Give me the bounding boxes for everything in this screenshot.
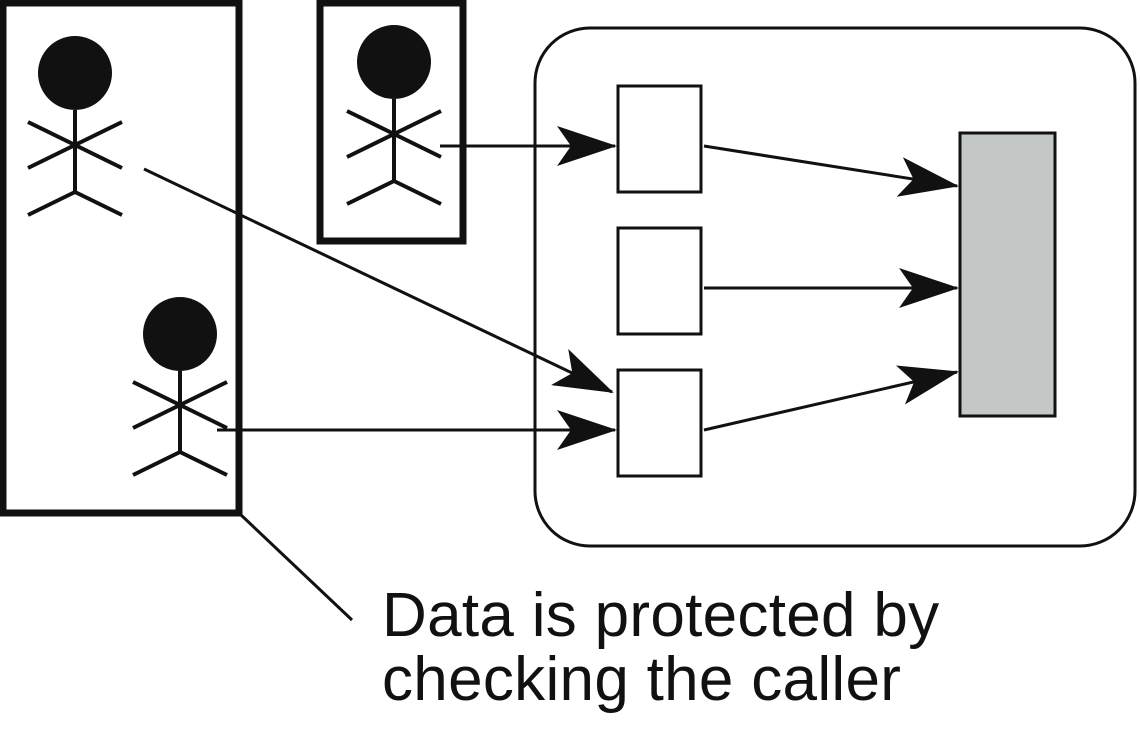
caption-line-1: Data is protected by bbox=[382, 581, 940, 650]
stick-figure-user-2 bbox=[132, 297, 228, 477]
arrow-interface-1-to-data bbox=[703, 144, 959, 197]
caller-arrows bbox=[143, 126, 617, 450]
user-2-head bbox=[143, 297, 217, 371]
protected-data-store bbox=[958, 131, 1057, 418]
stick-figure-user-3 bbox=[346, 25, 442, 206]
arrow-user-1-to-interface-3 bbox=[143, 167, 614, 394]
user-1-head bbox=[38, 36, 112, 110]
interface-arrows bbox=[703, 144, 959, 432]
caption: Data is protected by checking the caller bbox=[382, 584, 1122, 712]
caller-box-top bbox=[316, 0, 467, 245]
stick-figure-user-1 bbox=[27, 36, 123, 217]
caller-group-box-left bbox=[0, 0, 243, 517]
user-3-head bbox=[357, 25, 431, 99]
callout-pointer-line bbox=[239, 513, 354, 622]
protected-system-box bbox=[533, 26, 1137, 548]
interface-box-1 bbox=[616, 84, 703, 194]
interface-box-3 bbox=[616, 368, 703, 478]
arrow-interface-3-to-data bbox=[703, 365, 959, 432]
caption-line-2: checking the caller bbox=[382, 645, 902, 714]
interface-box-2 bbox=[616, 226, 703, 336]
